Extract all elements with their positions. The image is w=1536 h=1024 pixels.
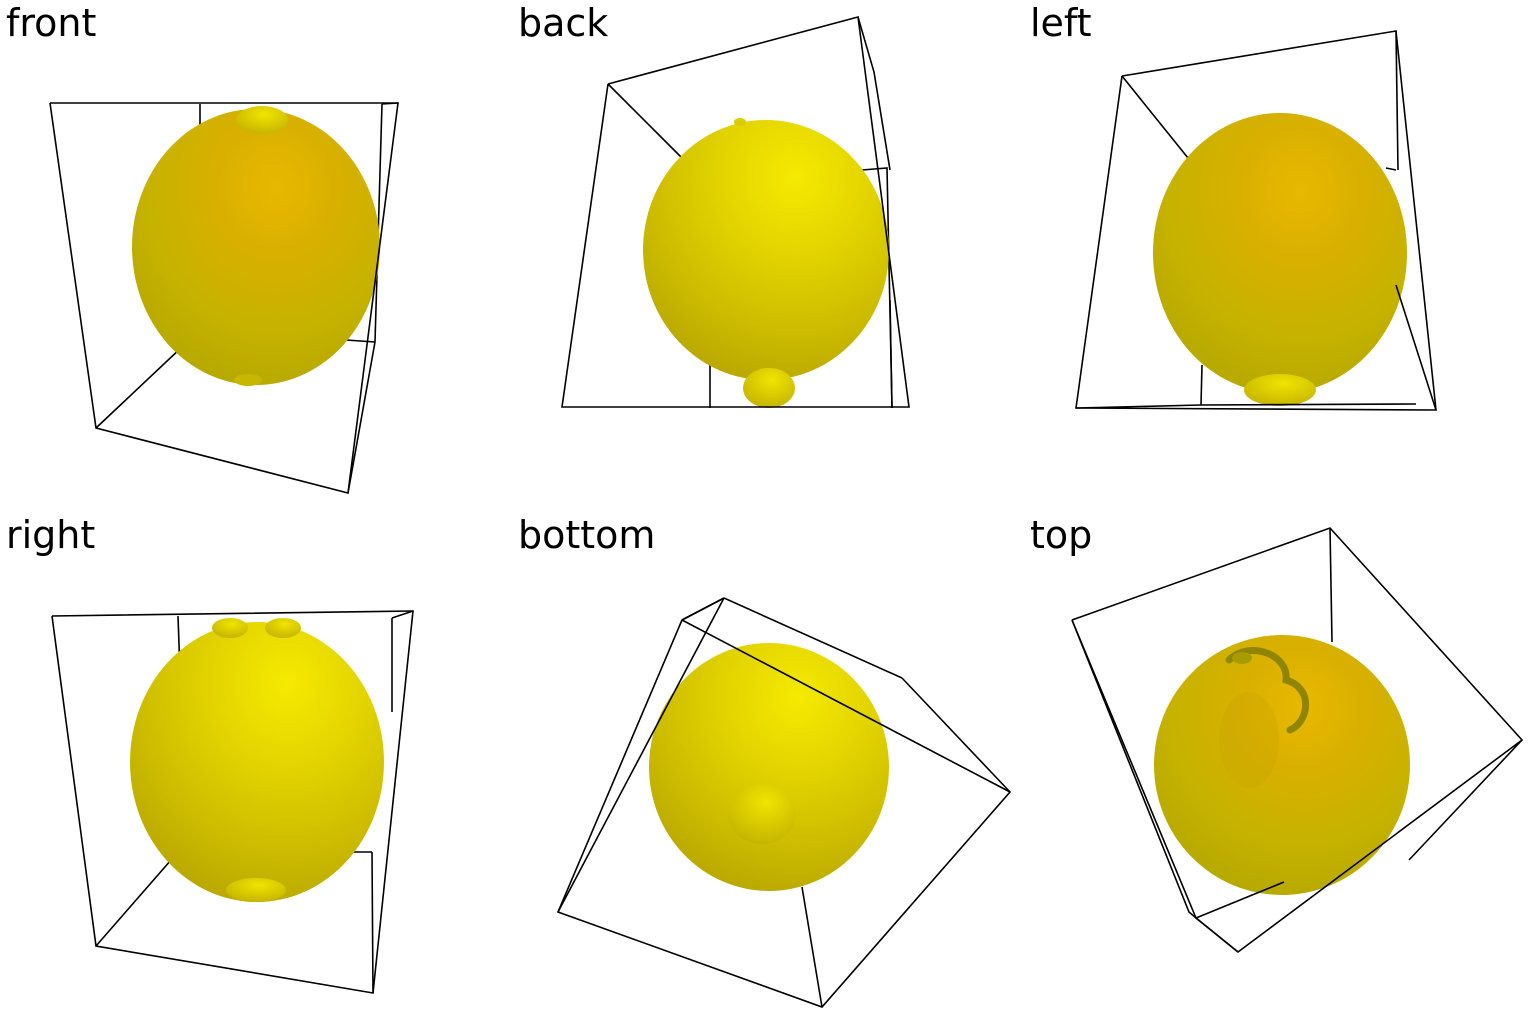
view-right: right bbox=[0, 512, 512, 1024]
bounding-box-front-edges bbox=[556, 597, 1012, 1008]
lemon bbox=[1153, 113, 1407, 406]
right-render bbox=[51, 610, 414, 994]
lemon bbox=[132, 106, 380, 386]
bounding-box-back-edges bbox=[1121, 75, 1397, 406]
view-label: back bbox=[518, 1, 609, 45]
bounding-box-front-edges bbox=[1071, 527, 1524, 954]
bounding-box-front-edges bbox=[49, 102, 399, 495]
lemon bbox=[649, 643, 889, 891]
view-label: front bbox=[6, 1, 97, 45]
view-label: bottom bbox=[518, 513, 656, 557]
left-render bbox=[1075, 30, 1437, 411]
lemon bbox=[1154, 635, 1410, 895]
back-render bbox=[561, 15, 910, 409]
view-front: front bbox=[0, 0, 512, 512]
bottom-render bbox=[556, 597, 1012, 1008]
bounding-box-back-edges bbox=[1071, 527, 1523, 919]
top-render bbox=[1071, 527, 1524, 954]
bounding-box-front-edges bbox=[51, 610, 414, 994]
front-render bbox=[49, 102, 399, 495]
view-left: left bbox=[1024, 0, 1536, 512]
view-label: top bbox=[1030, 513, 1093, 557]
view-label: left bbox=[1030, 1, 1092, 45]
view-bottom: bottom bbox=[512, 512, 1024, 1024]
bounding-box-front-edges bbox=[1075, 30, 1437, 411]
lemon bbox=[130, 618, 384, 902]
view-label: right bbox=[6, 513, 96, 557]
bounding-box-front-edges bbox=[561, 15, 910, 409]
lemon bbox=[643, 118, 889, 408]
view-top: top bbox=[1024, 512, 1536, 1024]
view-back: back bbox=[512, 0, 1024, 512]
